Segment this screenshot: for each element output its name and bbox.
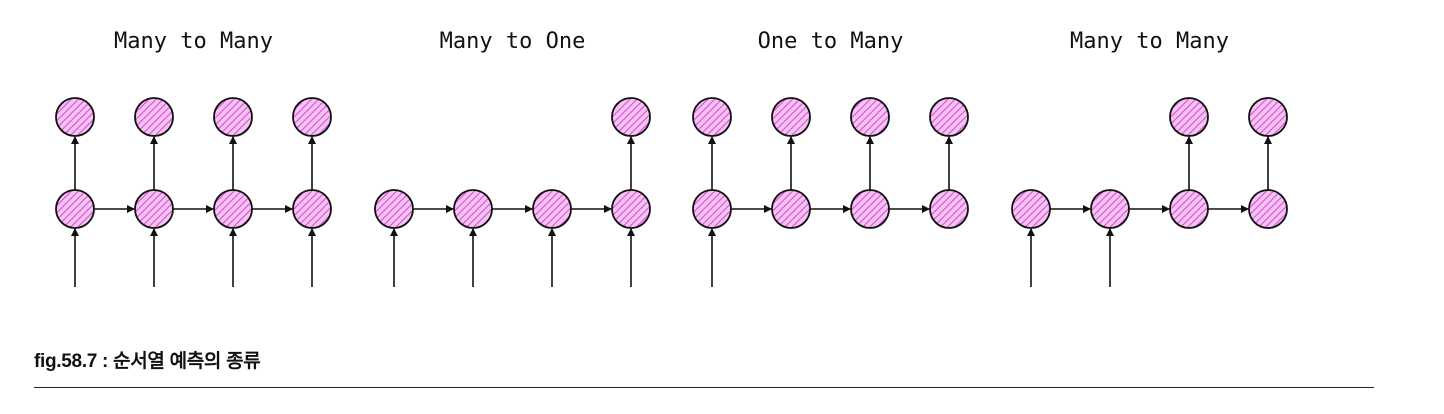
hidden-node <box>55 189 95 229</box>
hidden-node <box>771 189 811 229</box>
hidden-node <box>532 189 572 229</box>
panel-title: One to Many <box>758 29 904 54</box>
hidden-node <box>1011 189 1051 229</box>
hidden-node <box>453 189 493 229</box>
hidden-node <box>134 189 174 229</box>
hidden-node <box>1090 189 1130 229</box>
hidden-node <box>374 189 414 229</box>
panel-4: Many to Many <box>1011 29 1288 287</box>
panel-title: Many to Many <box>114 29 273 54</box>
hidden-node <box>1169 189 1209 229</box>
output-node <box>1248 97 1288 137</box>
output-node <box>850 97 890 137</box>
hidden-node <box>611 189 651 229</box>
panel-title: Many to One <box>440 29 586 54</box>
panel-2: Many to One <box>374 29 651 287</box>
output-node <box>55 97 95 137</box>
panel-1: Many to Many <box>55 29 332 287</box>
output-node <box>929 97 969 137</box>
output-node <box>134 97 174 137</box>
caption-divider <box>34 387 1374 388</box>
output-node <box>771 97 811 137</box>
panel-title: Many to Many <box>1070 29 1229 54</box>
output-node <box>692 97 732 137</box>
figure-caption: fig.58.7 : 순서열 예측의 종류 <box>34 351 261 372</box>
hidden-node <box>692 189 732 229</box>
hidden-node <box>213 189 253 229</box>
panel-3: One to Many <box>692 29 969 287</box>
output-node <box>213 97 253 137</box>
hidden-node <box>850 189 890 229</box>
output-node <box>292 97 332 137</box>
rnn-sequence-diagram: Many to Many Many to One One to Many Many t… <box>55 29 1288 287</box>
hidden-node <box>292 189 332 229</box>
output-node <box>611 97 651 137</box>
output-node <box>1169 97 1209 137</box>
hidden-node <box>929 189 969 229</box>
hidden-node <box>1248 189 1288 229</box>
